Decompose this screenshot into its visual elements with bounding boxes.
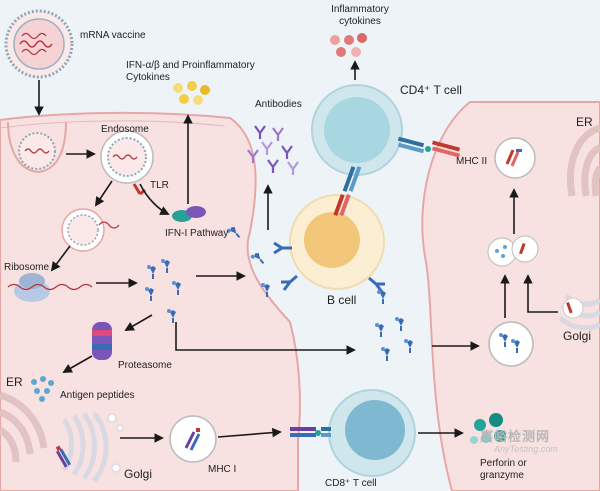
host-cell-left-membrane bbox=[0, 120, 225, 129]
proteasome bbox=[92, 322, 112, 360]
host-cell-left bbox=[0, 111, 301, 491]
label-golgi-left: Golgi bbox=[124, 467, 153, 481]
host-cell-right bbox=[421, 101, 600, 491]
label-ifn-cytokines: IFN-α/β and Proinflammatory Cytokines bbox=[126, 60, 255, 83]
mrna-vaccine-particle bbox=[4, 9, 74, 79]
label-proteasome: Proteasome bbox=[118, 360, 172, 371]
perforin-granules bbox=[470, 413, 506, 444]
mrna-strand bbox=[7, 283, 93, 291]
ifn-pathway-pill bbox=[172, 206, 206, 222]
label-mrna-vaccine: mRNA vaccine bbox=[80, 30, 146, 41]
label-cd8-t-cell: CD8⁺ T cell bbox=[325, 478, 377, 489]
endocytosed-antigen-vesicle bbox=[488, 321, 534, 367]
cd8-synapse bbox=[290, 427, 331, 437]
antibody-cluster bbox=[247, 125, 299, 175]
mhc-i-in-golgi bbox=[55, 445, 72, 468]
label-tlr: TLR bbox=[150, 180, 169, 191]
cd4-right-cell-synapse bbox=[397, 136, 461, 158]
extracellular-antigens bbox=[374, 316, 414, 362]
label-er-right: ER bbox=[576, 115, 593, 129]
b-cell bbox=[289, 194, 385, 290]
er-right-shape bbox=[566, 124, 600, 197]
mhc-i-vesicle bbox=[169, 415, 217, 463]
label-b-cell: B cell bbox=[327, 293, 357, 307]
inflammatory-cytokines bbox=[330, 33, 367, 57]
cd4-b-cell-synapse bbox=[333, 166, 362, 217]
cd8-t-cell bbox=[328, 389, 416, 477]
fusion-vesicle bbox=[487, 235, 539, 267]
mhc-ii-in-golgi bbox=[566, 302, 573, 314]
label-golgi-right: Golgi bbox=[563, 329, 592, 343]
golgi-right-vesicle bbox=[562, 297, 584, 319]
vaccine-in-pit bbox=[18, 132, 56, 170]
label-perforin-granzyme: Perforin or granzyme bbox=[480, 458, 527, 481]
ifn-cytokines bbox=[173, 81, 210, 105]
golgi-left-vesicles bbox=[107, 413, 124, 473]
endosomal-escape-vesicle bbox=[61, 208, 120, 252]
label-endosome: Endosome bbox=[101, 124, 149, 135]
label-mhc-i: MHC I bbox=[208, 464, 237, 475]
label-cd4-t-cell: CD4⁺ T cell bbox=[400, 83, 462, 97]
endocytic-pit bbox=[7, 121, 67, 174]
watermark-url: AnyTesting.com bbox=[494, 444, 558, 454]
er-left-shape bbox=[0, 391, 48, 463]
label-antigen-peptides: Antigen peptides bbox=[60, 390, 135, 401]
label-mhc-ii: MHC II bbox=[456, 156, 488, 167]
label-inflammatory-cytokines: Inflammatory cytokines bbox=[331, 4, 389, 27]
endosome bbox=[100, 130, 154, 184]
secreted-antigen-2 bbox=[248, 249, 267, 269]
label-antibodies: Antibodies bbox=[255, 99, 302, 110]
label-er-left: ER bbox=[6, 375, 23, 389]
mhc-ii-vesicle bbox=[494, 137, 536, 179]
watermark-text: 嘉峪检测网 bbox=[480, 429, 551, 444]
label-ribosome: Ribosome bbox=[4, 262, 50, 273]
flow-arrows bbox=[34, 60, 558, 443]
cd4-t-cell bbox=[311, 84, 403, 176]
label-ifn-pathway: IFN-I Pathway bbox=[165, 228, 229, 239]
b-cell-receptors bbox=[273, 241, 385, 293]
antigen-peptides bbox=[31, 376, 54, 402]
